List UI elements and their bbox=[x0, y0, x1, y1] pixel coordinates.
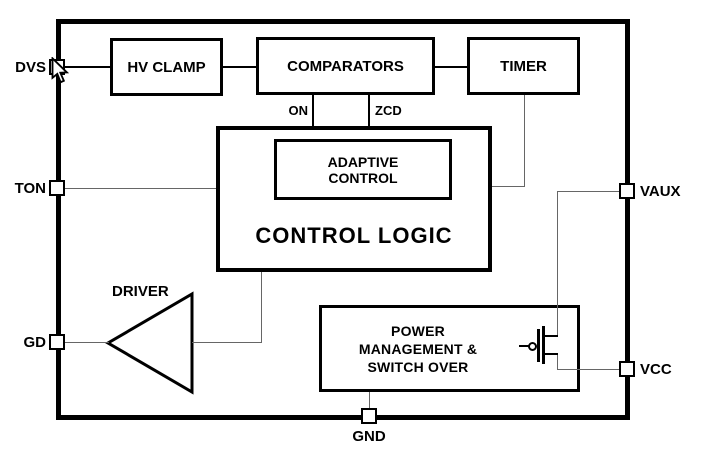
wire-control-logic-to-driver-vertical bbox=[261, 272, 262, 343]
wire-driver-to-gd bbox=[65, 342, 109, 343]
driver-triangle bbox=[105, 291, 194, 395]
wire-ton-to-control-logic bbox=[65, 188, 216, 189]
wire-comparators-to-timer bbox=[435, 66, 467, 68]
block-adaptive-control: ADAPTIVE CONTROL bbox=[274, 139, 452, 200]
power-line2: MANAGEMENT & bbox=[358, 340, 478, 357]
chip-outline bbox=[56, 19, 630, 420]
mosfet-gate-bar bbox=[537, 329, 540, 362]
block-comparators: COMPARATORS bbox=[256, 37, 435, 95]
wire-to-vcc bbox=[557, 369, 620, 370]
pin-label-gnd: GND bbox=[352, 428, 386, 445]
wire-timer-down bbox=[524, 95, 525, 187]
block-hv-clamp-label: HV CLAMP bbox=[127, 58, 206, 76]
power-line3: SWITCH OVER bbox=[367, 358, 469, 375]
block-power-management: POWER MANAGEMENT & SWITCH OVER bbox=[319, 305, 580, 392]
wire-zcd-signal bbox=[368, 95, 370, 126]
wire-on-signal bbox=[312, 95, 314, 126]
pin-gd bbox=[49, 334, 65, 350]
pin-label-ton: TON bbox=[14, 180, 46, 197]
signal-label-on: ON bbox=[288, 103, 309, 118]
pin-label-vaux: VAUX bbox=[640, 183, 681, 200]
block-adaptive-control-label: ADAPTIVE CONTROL bbox=[328, 154, 399, 186]
pin-label-vcc: VCC bbox=[640, 361, 672, 378]
wire-vaux-to-mosfet-drain bbox=[557, 191, 558, 337]
power-line1: POWER bbox=[391, 322, 445, 339]
pin-label-dvs: DVS bbox=[15, 59, 46, 76]
wire-dvs-to-hvclamp bbox=[65, 66, 110, 68]
block-power-management-label: POWER MANAGEMENT & SWITCH OVER bbox=[336, 322, 500, 376]
mosfet-source-lead bbox=[545, 353, 558, 355]
mouse-cursor-icon bbox=[51, 57, 70, 84]
pin-label-gd: GD bbox=[23, 334, 47, 351]
adaptive-line1: ADAPTIVE bbox=[327, 153, 399, 170]
mosfet-gate-lead bbox=[519, 345, 529, 347]
wire-mosfet-source-down bbox=[557, 354, 558, 370]
block-timer: TIMER bbox=[467, 37, 580, 95]
pin-vaux bbox=[619, 183, 635, 199]
wire-hvclamp-to-comparators bbox=[223, 66, 256, 68]
wire-power-to-gnd bbox=[369, 392, 370, 415]
driver-label: DRIVER bbox=[112, 283, 169, 300]
pin-ton bbox=[49, 180, 65, 196]
block-hv-clamp: HV CLAMP bbox=[110, 38, 223, 96]
adaptive-line2: CONTROL bbox=[328, 169, 398, 186]
signal-label-zcd: ZCD bbox=[375, 103, 402, 118]
mosfet-drain-lead bbox=[545, 335, 558, 337]
mosfet-channel-bar bbox=[542, 326, 545, 364]
wire-vaux-horizontal bbox=[557, 191, 620, 192]
block-comparators-label: COMPARATORS bbox=[287, 57, 404, 75]
control-logic-title: CONTROL LOGIC bbox=[255, 223, 453, 248]
wire-control-logic-to-driver-horizontal bbox=[192, 342, 262, 343]
wire-timer-to-control-logic bbox=[492, 186, 525, 187]
mosfet-gate-bubble-icon bbox=[528, 342, 537, 351]
pin-gnd bbox=[361, 408, 377, 424]
block-timer-label: TIMER bbox=[500, 57, 547, 75]
pin-vcc bbox=[619, 361, 635, 377]
